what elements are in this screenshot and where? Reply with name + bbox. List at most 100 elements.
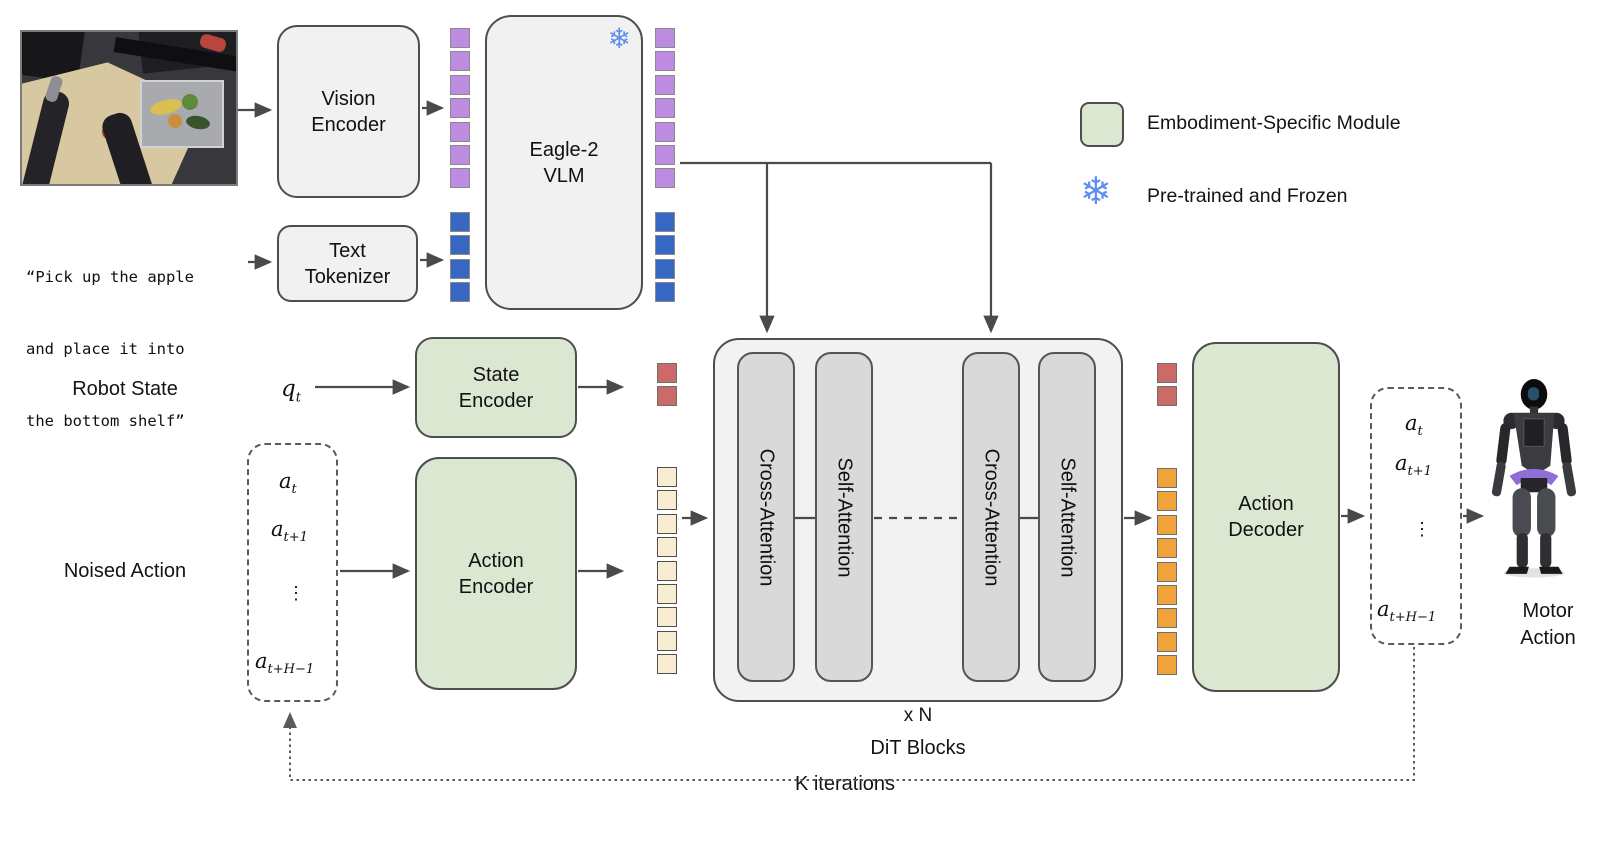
instruction-line: the bottom shelf” [26, 412, 185, 430]
vision-token-stack-out [655, 28, 675, 189]
dit-repeat-label: x N [903, 705, 933, 726]
photo-fruit [168, 114, 182, 128]
legend-embodiment-label: Embodiment-Specific Module [1147, 112, 1401, 134]
token [450, 282, 470, 303]
vdots: ⋮ [287, 583, 305, 604]
token [450, 98, 470, 119]
token [450, 144, 470, 165]
state-encoder-label: Encoder [458, 389, 534, 412]
instruction-line: and place it into [26, 340, 185, 358]
token [657, 630, 677, 651]
vision-encoder-label: Vision [321, 87, 376, 110]
token [655, 258, 675, 279]
token [657, 467, 677, 487]
camera-image [20, 30, 238, 186]
vlm-label: Eagle-2 [529, 138, 599, 161]
token [450, 168, 470, 189]
text-token-stack-in [450, 212, 470, 303]
token [450, 28, 470, 48]
atH-symbol: at+H−1 [1377, 597, 1437, 626]
action-encoder-box: Action Encoder [415, 457, 577, 690]
state-token-stack-in [657, 363, 677, 407]
token [655, 168, 675, 189]
action-decoder-label: Action [1238, 493, 1294, 515]
vision-encoder-box: Vision Encoder [277, 25, 420, 198]
at-symbol: at [1405, 411, 1423, 440]
token [450, 74, 470, 95]
token [657, 654, 677, 675]
dit-caption: DiT Blocks [870, 737, 966, 759]
token [657, 363, 677, 383]
action-encoder-label: Action [468, 549, 524, 572]
vdots: ⋮ [1413, 519, 1431, 540]
instruction-line: “Pick up the apple [26, 268, 194, 286]
token [655, 28, 675, 48]
token [450, 235, 470, 256]
token [450, 121, 470, 142]
token [450, 212, 470, 232]
token [655, 121, 675, 142]
token [657, 560, 677, 581]
token [655, 282, 675, 303]
at1-symbol: at+1 [1395, 451, 1432, 480]
photo-fruit [182, 94, 198, 110]
predicted-action-window: at at+1 ⋮ at+H−1 [1370, 387, 1462, 645]
token [657, 607, 677, 628]
state-encoder-box: State Encoder [415, 337, 577, 438]
snowflake-icon: ❄ [1080, 169, 1112, 213]
token [1157, 363, 1177, 383]
self-attention-block-2: Self-Attention [1038, 352, 1096, 682]
text-token-stack-out [655, 212, 675, 303]
action-decoder-label: Decoder [1228, 519, 1304, 541]
token [450, 258, 470, 279]
token [655, 74, 675, 95]
robot-state-label: Robot State [72, 378, 178, 400]
text-tokenizer-label: Text [329, 239, 366, 262]
token [1157, 561, 1177, 582]
token [655, 98, 675, 119]
token [1157, 538, 1177, 559]
token [655, 51, 675, 72]
token [655, 212, 675, 232]
photo-fruit-rack [140, 80, 224, 148]
k-iterations-label: K iterations [794, 773, 896, 795]
at1-symbol: at+1 [271, 517, 308, 546]
atH-symbol: at+H−1 [255, 649, 315, 678]
motor-action-label: Motor Action [1520, 600, 1576, 649]
noised-action-window: at at+1 ⋮ at+H−1 [247, 443, 338, 702]
token [657, 490, 677, 511]
token [1157, 514, 1177, 535]
token [1157, 386, 1177, 407]
action-token-stack-in [657, 467, 677, 675]
self-attention-block-1: Self-Attention [815, 352, 873, 682]
token [1157, 468, 1177, 488]
photo-fruit [185, 114, 211, 131]
token [1157, 655, 1177, 676]
token [655, 235, 675, 256]
legend-embodiment-swatch [1080, 102, 1124, 147]
token [1157, 608, 1177, 629]
action-encoder-label: Encoder [458, 575, 534, 598]
robot-image [1491, 379, 1577, 578]
text-tokenizer-label: Tokenizer [304, 265, 391, 288]
action-token-stack-out [1157, 468, 1177, 676]
token [657, 386, 677, 407]
action-decoder-box: Action Decoder [1192, 342, 1340, 692]
vlm-label: VLM [543, 164, 585, 187]
vlm-box: ❄ Eagle-2 VLM [485, 15, 643, 310]
text-tokenizer-box: Text Tokenizer [277, 225, 418, 302]
qt-symbol: qt [281, 376, 301, 406]
vision-token-stack-in [450, 28, 470, 189]
token [1157, 584, 1177, 605]
token [1157, 631, 1177, 652]
state-encoder-label: State [472, 363, 520, 386]
cross-attention-block-2: Cross-Attention [962, 352, 1020, 682]
instruction-text: “Pick up the apple and place it into the… [26, 217, 194, 481]
vision-encoder-label: Encoder [311, 113, 386, 136]
token [655, 144, 675, 165]
token [657, 537, 677, 558]
token [657, 583, 677, 604]
token [657, 513, 677, 534]
token [450, 51, 470, 72]
